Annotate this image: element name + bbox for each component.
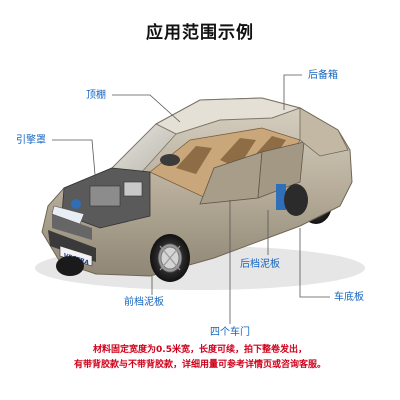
note-line-2: 有带背胶款与不带背胶款，详细用量可参考详情页或咨询客服。: [73, 360, 326, 370]
page-title: 应用范围示例: [146, 23, 254, 43]
callout-line-hood: [52, 139, 97, 187]
callout-lines: [52, 74, 330, 324]
trunk: [299, 107, 349, 157]
label-hood: 引擎罩: [16, 133, 46, 146]
label-rear-fender: 后档泥板: [240, 257, 280, 270]
headlight: [51, 205, 85, 225]
note-line-1: 材料固定宽度为0.5米宽，长度可续，拍下整卷发出，: [93, 345, 307, 355]
front-wheel-left: [56, 256, 84, 276]
label-chassis: 车底板: [334, 290, 364, 303]
label-front-fender: 前档泥板: [124, 295, 164, 308]
side-doors: [199, 141, 305, 205]
callout-line-chassis: [299, 228, 330, 298]
callout-line-trunk: [283, 74, 302, 110]
label-trunk: 后备箱: [308, 68, 338, 81]
front-wheel-right: [150, 234, 190, 282]
callout-line-top: [112, 94, 181, 123]
rear-suspension: [276, 184, 308, 216]
label-top: 顶棚: [86, 88, 106, 101]
engine-bay: [61, 167, 151, 229]
roof-outline: [154, 97, 302, 135]
label-four-doors: 四个车门: [210, 325, 250, 338]
